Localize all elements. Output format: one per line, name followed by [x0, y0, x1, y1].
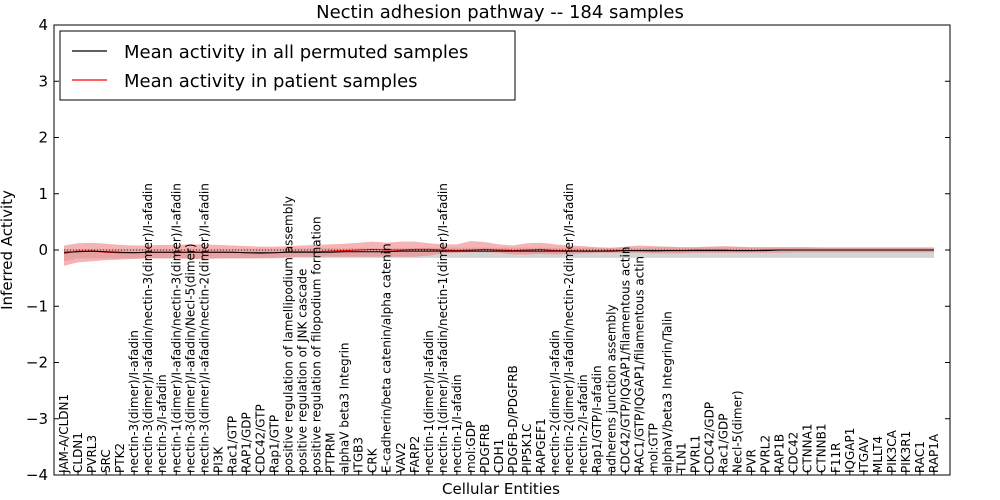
- x-tick-label: nectin-1(dimer)/I-afadin/nectin-3(dimer)…: [169, 183, 183, 473]
- series-line-permuted: [63, 249, 934, 254]
- x-tick-label: nectin-1(dimer)/I-afadin/nectin-1(dimer)…: [436, 183, 450, 473]
- x-tick-label: ITGB3: [352, 437, 366, 473]
- x-tick-label: IQGAP1: [843, 428, 857, 473]
- x-tick-label: nectin-3(dimer)/I-afadin/Necl-5(dimer): [183, 243, 197, 473]
- x-tick-label: nectin-2(dimer)/I-afadin/nectin-2(dimer)…: [562, 183, 576, 473]
- x-tick-label: Rap1/GTP/I-afadin: [590, 365, 604, 473]
- x-tick-label: CRK: [366, 447, 380, 473]
- x-tick-label: adherens junction assembly: [604, 304, 618, 473]
- x-tick-label: PTK2: [113, 443, 127, 473]
- x-tick-label: PVRL3: [85, 435, 99, 473]
- x-tick-label: PVR: [745, 449, 759, 473]
- x-tick-label: RAC1: [913, 441, 927, 473]
- x-tick-label: Rap1/GTP: [268, 415, 282, 473]
- x-tick-label: nectin-2(dimer)/I-afadin: [548, 330, 562, 473]
- x-axis-label: Cellular Entities: [442, 480, 560, 498]
- x-tick-label: PVRL1: [689, 435, 703, 473]
- x-tick-label: PVRL2: [759, 435, 773, 473]
- chart-title: Nectin adhesion pathway -- 184 samples: [316, 2, 684, 23]
- x-tick-label: nectin-2/I-afadin: [576, 374, 590, 473]
- x-tick-label: Necl-5(dimer): [731, 390, 745, 473]
- x-tick-label: mol:GTP: [646, 423, 660, 473]
- x-tick-label: RAPGEF1: [534, 418, 548, 473]
- x-tick-label: mol:GDP: [464, 421, 478, 473]
- x-tick-label: RAP1B: [773, 434, 787, 473]
- y-axis: −4 −3 −2 −1 0 1 2 3 4: [26, 16, 950, 484]
- x-tick-label: JAM-A/CLDN1: [57, 394, 71, 474]
- x-tick-label: RAC1/GTP/IQGAP1/filamentous actin: [632, 256, 646, 473]
- x-tick-label: ITGAV: [857, 436, 871, 473]
- x-tick-label: PIK3CA: [885, 429, 899, 473]
- y-axis-label: Inferred Activity: [0, 190, 16, 310]
- x-tick-label: nectin-1(dimer)/I-afadin: [422, 330, 436, 473]
- x-tick-label: F11R: [829, 442, 843, 473]
- y-tick-label: 1: [38, 185, 48, 203]
- x-tick-label: PTPRM: [324, 433, 338, 474]
- y-tick-label: 2: [38, 129, 48, 147]
- legend-box: [59, 30, 516, 101]
- patient-band: [64, 241, 934, 266]
- x-tick-label: SRC: [99, 449, 113, 473]
- y-tick-label: −3: [26, 410, 48, 428]
- x-tick-label: alphaV/beta3 Integrin/Talin: [660, 311, 674, 473]
- x-tick-label: FARP2: [408, 436, 422, 473]
- x-tick-label: CDC42/GTP: [254, 404, 268, 473]
- y-tick-label: −2: [26, 354, 48, 372]
- x-tick-label: nectin-3(dimer)/I-afadin/nectin-3(dimer)…: [141, 183, 155, 473]
- x-tick-label: CDH1: [492, 439, 506, 473]
- x-tick-label: MLLT4: [871, 436, 885, 473]
- x-tick-label: CLDN1: [71, 432, 85, 473]
- legend: Mean activity in all permuted samples Me…: [59, 30, 516, 101]
- x-tick-label: positive regulation of JNK cascade: [296, 269, 310, 473]
- legend-label-patient: Mean activity in patient samples: [124, 71, 418, 92]
- y-tick-label: −1: [26, 297, 48, 315]
- y-tick-label: −4: [26, 466, 48, 484]
- x-tick-label: CTNNB1: [815, 423, 829, 473]
- x-tick-label: positive regulation of lamellipodium ass…: [282, 196, 296, 473]
- x-tick-label: PI3K: [211, 446, 225, 473]
- y-tick-label: 3: [38, 72, 48, 90]
- x-tick-label: nectin-3/I-afadin: [155, 374, 169, 473]
- x-tick-label: alphaV beta3 Integrin: [338, 342, 352, 473]
- x-tick-label: VAV2: [394, 442, 408, 473]
- x-tick-label: nectin-3(dimer)/I-afadin: [127, 330, 141, 473]
- x-tick-label: E-cadherin/beta catenin/alpha catenin: [380, 243, 394, 473]
- x-tick-label: CTNNA1: [801, 423, 815, 473]
- y-tick-label: 4: [38, 16, 48, 34]
- x-tick-label: RAP1A: [927, 433, 941, 473]
- x-tick-label: CDC42/GDP: [703, 402, 717, 473]
- x-tick-label: PDGFB-D/PDGFRB: [506, 365, 520, 473]
- x-tick-label: TLN1: [674, 442, 688, 474]
- x-tick-label: Rac1/GTP: [225, 416, 239, 473]
- y-tick-label: 0: [38, 241, 48, 259]
- x-tick-label: Rac1/GDP: [717, 414, 731, 473]
- x-tick-label: nectin-3(dimer)/I-afadin/nectin-2(dimer)…: [197, 183, 211, 473]
- line-layer: [63, 248, 934, 254]
- x-tick-label: CDC42: [787, 432, 801, 473]
- x-tick-label: PIP5K1C: [520, 423, 534, 473]
- x-tick-label: PIK3R1: [899, 431, 913, 473]
- legend-label-permuted: Mean activity in all permuted samples: [124, 42, 468, 63]
- x-tick-label: positive regulation of filopodium format…: [310, 216, 324, 473]
- x-tick-label: CDC42/GTP/IQGAP1/filamentous actin: [618, 247, 632, 473]
- x-tick-label: nectin-1/I-afadin: [450, 374, 464, 473]
- x-tick-label: PDGFRB: [478, 424, 492, 473]
- x-tick-label: RAP1/GDP: [239, 412, 253, 473]
